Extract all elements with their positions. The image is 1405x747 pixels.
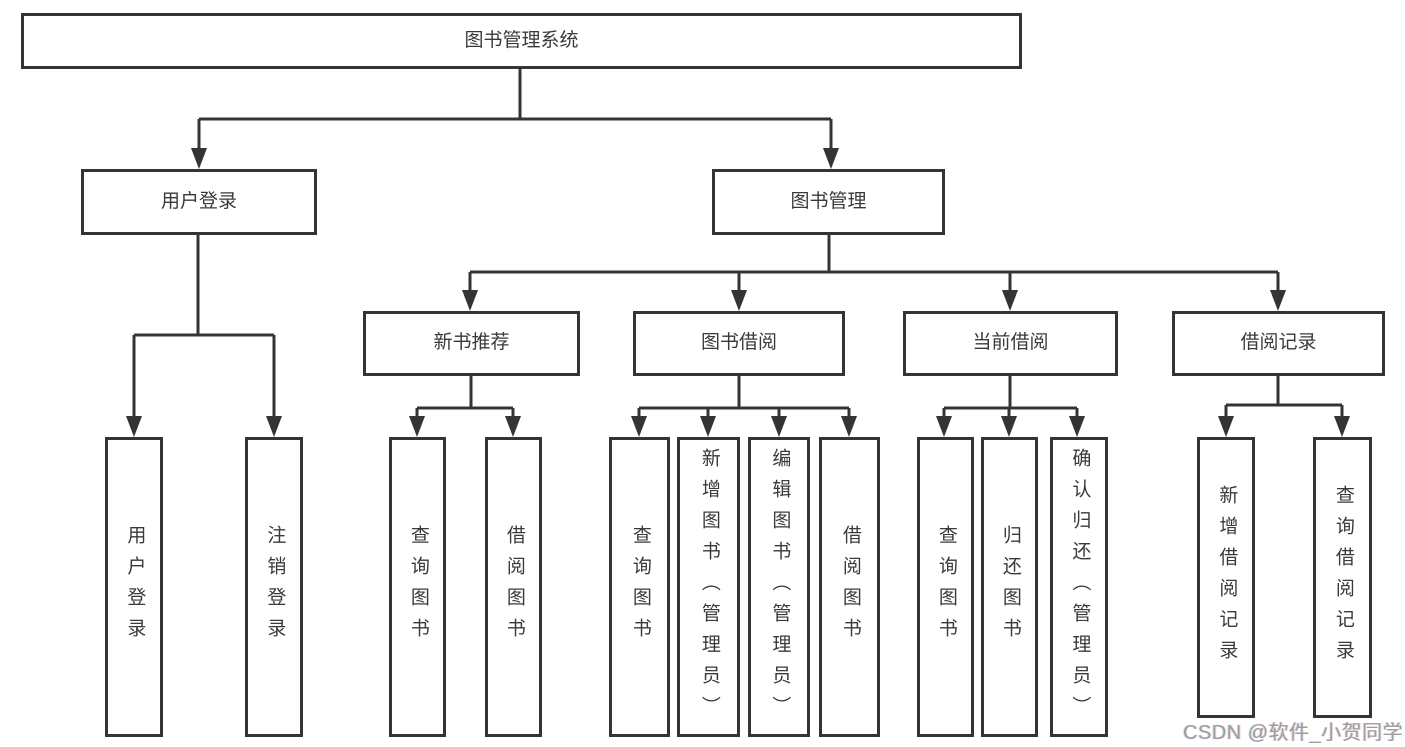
leaf-records-add-record: 新增借阅记录 <box>1197 437 1255 718</box>
leaf-borrowing-query-book: 查询图书 <box>609 437 670 737</box>
node-book-management: 图书管理 <box>712 169 945 235</box>
leaf-login-logout: 注销登录 <box>245 437 303 737</box>
leaf-current-confirm-return-admin: 确认归还（管理员） <box>1050 437 1108 737</box>
node-user-login: 用户登录 <box>81 169 317 235</box>
watermark: CSDN @软件_小贺同学 <box>1183 722 1404 744</box>
leaf-current-return-book: 归还图书 <box>981 437 1038 737</box>
leaf-login-user-login: 用户登录 <box>105 437 163 737</box>
leaf-records-query-record: 查询借阅记录 <box>1313 437 1372 718</box>
node-borrowing-records: 借阅记录 <box>1172 311 1385 376</box>
node-book-borrowing: 图书借阅 <box>633 311 845 376</box>
leaf-borrowing-borrow-book: 借阅图书 <box>819 437 880 737</box>
node-new-book-recommend: 新书推荐 <box>363 311 580 376</box>
leaf-current-query-book: 查询图书 <box>917 437 974 737</box>
node-current-borrowing: 当前借阅 <box>903 311 1118 376</box>
leaf-borrowing-edit-book-admin: 编辑图书（管理员） <box>748 437 810 737</box>
leaf-recommend-borrow-book: 借阅图书 <box>485 437 542 737</box>
node-library-management-system: 图书管理系统 <box>21 13 1022 69</box>
leaf-recommend-query-book: 查询图书 <box>389 437 446 737</box>
leaf-borrowing-add-book-admin: 新增图书（管理员） <box>677 437 740 737</box>
